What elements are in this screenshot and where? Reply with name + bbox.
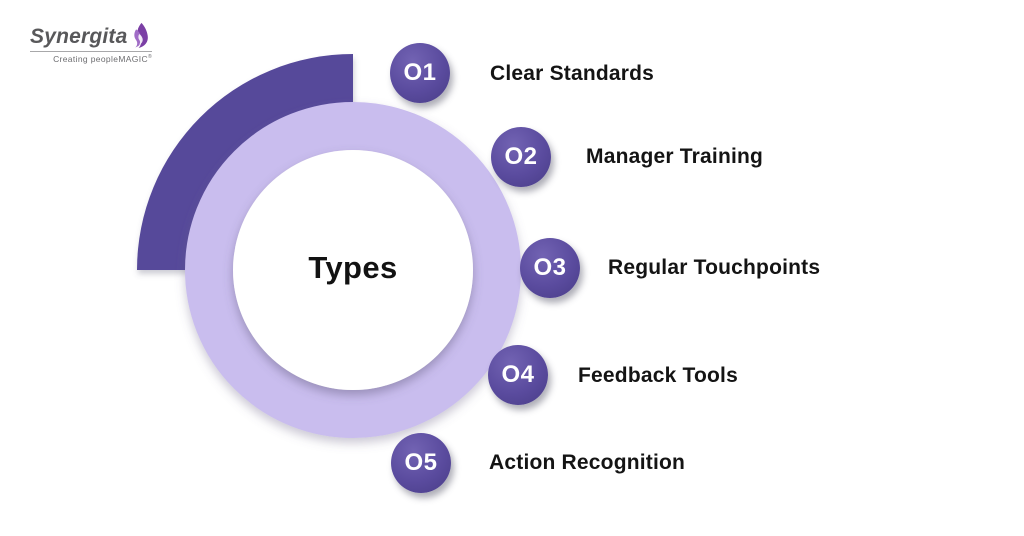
step-number-2: O2 bbox=[504, 143, 538, 170]
step-badge-5: O5 bbox=[391, 433, 451, 493]
step-label-feedback-tools: Feedback Tools bbox=[578, 364, 738, 387]
step-number-5: O5 bbox=[404, 449, 438, 476]
step-badge-2: O2 bbox=[491, 127, 551, 187]
brand-tagline-text: Creating peopleMAGIC bbox=[53, 54, 148, 64]
donut-center-disc bbox=[233, 150, 473, 390]
registered-mark: ® bbox=[147, 54, 152, 61]
brand-tagline: Creating peopleMAGIC® bbox=[30, 54, 152, 64]
step-badge-3: O3 bbox=[520, 238, 580, 298]
brand-wordmark: Synergita bbox=[30, 24, 128, 48]
center-title: Types bbox=[308, 250, 398, 285]
step-label-manager-training: Manager Training bbox=[586, 145, 764, 168]
step-number-1: O1 bbox=[403, 59, 437, 86]
step-label-action-recognition: Action Recognition bbox=[489, 451, 686, 474]
step-badge-4: O4 bbox=[488, 345, 548, 405]
step-number-4: O4 bbox=[501, 361, 535, 388]
brand-logo: Synergita Creating peopleMAGIC® bbox=[30, 22, 160, 64]
step-label-regular-touchpoints: Regular Touchpoints bbox=[608, 256, 821, 279]
step-number-3: O3 bbox=[533, 254, 567, 281]
logo-divider bbox=[30, 51, 152, 52]
flame-icon bbox=[133, 22, 148, 48]
brand-wordmark-row: Synergita bbox=[30, 22, 160, 48]
step-label-clear-standards: Clear Standards bbox=[490, 62, 655, 85]
donut-ring-band bbox=[185, 102, 521, 438]
step-badge-1: O1 bbox=[390, 43, 450, 103]
